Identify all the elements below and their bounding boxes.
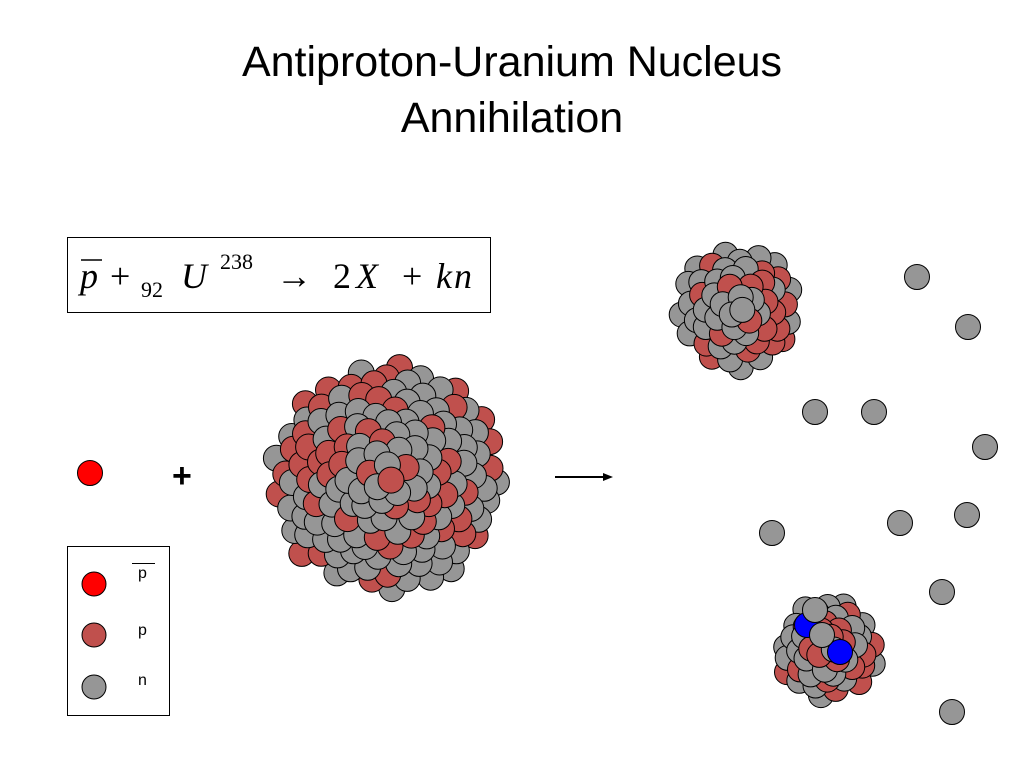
legend-label-neutron: n — [138, 672, 147, 689]
fission-fragment-2 — [773, 593, 886, 709]
legend-label-antiproton: p — [138, 565, 147, 582]
neutron-particle — [955, 314, 981, 340]
eq-n: n — [454, 256, 472, 296]
neutron-particle — [802, 597, 828, 623]
neutron-particle — [939, 699, 965, 725]
eq-atomic-number: 92 — [141, 277, 163, 302]
neutron-particle — [861, 399, 887, 425]
neutron-particle — [929, 579, 955, 605]
eq-antiproton: p — [77, 256, 98, 296]
legend: p p n — [67, 546, 170, 716]
uranium-nucleus — [262, 354, 510, 603]
eq-coefficient: 2 — [333, 256, 351, 296]
free-neutrons — [759, 264, 998, 725]
fission-fragment-1 — [668, 241, 803, 381]
eq-k: k — [436, 256, 453, 296]
neutron-particle — [954, 502, 980, 528]
antiproton-particle — [77, 460, 103, 486]
legend-antiproton-marker — [81, 571, 107, 597]
slide-title: Antiproton-Uranium Nucleus Annihilation — [0, 34, 1024, 146]
proton-particle — [377, 466, 405, 494]
plus-sign: + — [172, 457, 192, 495]
pion-particle — [827, 639, 853, 665]
legend-antiproton-bar — [132, 563, 155, 564]
title-line-2: Annihilation — [400, 94, 624, 142]
incoming-antiproton — [77, 460, 103, 486]
neutron-particle — [887, 510, 913, 536]
neutron-particle — [904, 264, 930, 290]
legend-markers — [81, 571, 107, 700]
legend-proton-marker — [81, 622, 107, 648]
neutron-particle — [729, 296, 756, 323]
neutron-particle — [802, 399, 828, 425]
neutron-particle — [809, 622, 835, 648]
legend-label-proton: p — [138, 622, 147, 639]
eq-product: X — [354, 256, 380, 296]
neutron-particle — [759, 520, 785, 546]
neutron-particle — [972, 434, 998, 460]
title-line-1: Antiproton-Uranium Nucleus — [241, 38, 783, 86]
reaction-arrow-head — [603, 473, 613, 481]
legend-neutron-marker — [81, 674, 107, 700]
eq-plus-2: + — [402, 256, 422, 296]
reaction-equation: p + 92 U 238 → 2 X + k n — [67, 237, 491, 313]
eq-uranium: U — [181, 256, 209, 296]
equation-svg: p + 92 U 238 → 2 X + k n — [77, 249, 472, 302]
eq-plus-1: + — [110, 256, 130, 296]
eq-mass-number: 238 — [220, 249, 253, 274]
eq-arrow: → — [276, 256, 312, 296]
